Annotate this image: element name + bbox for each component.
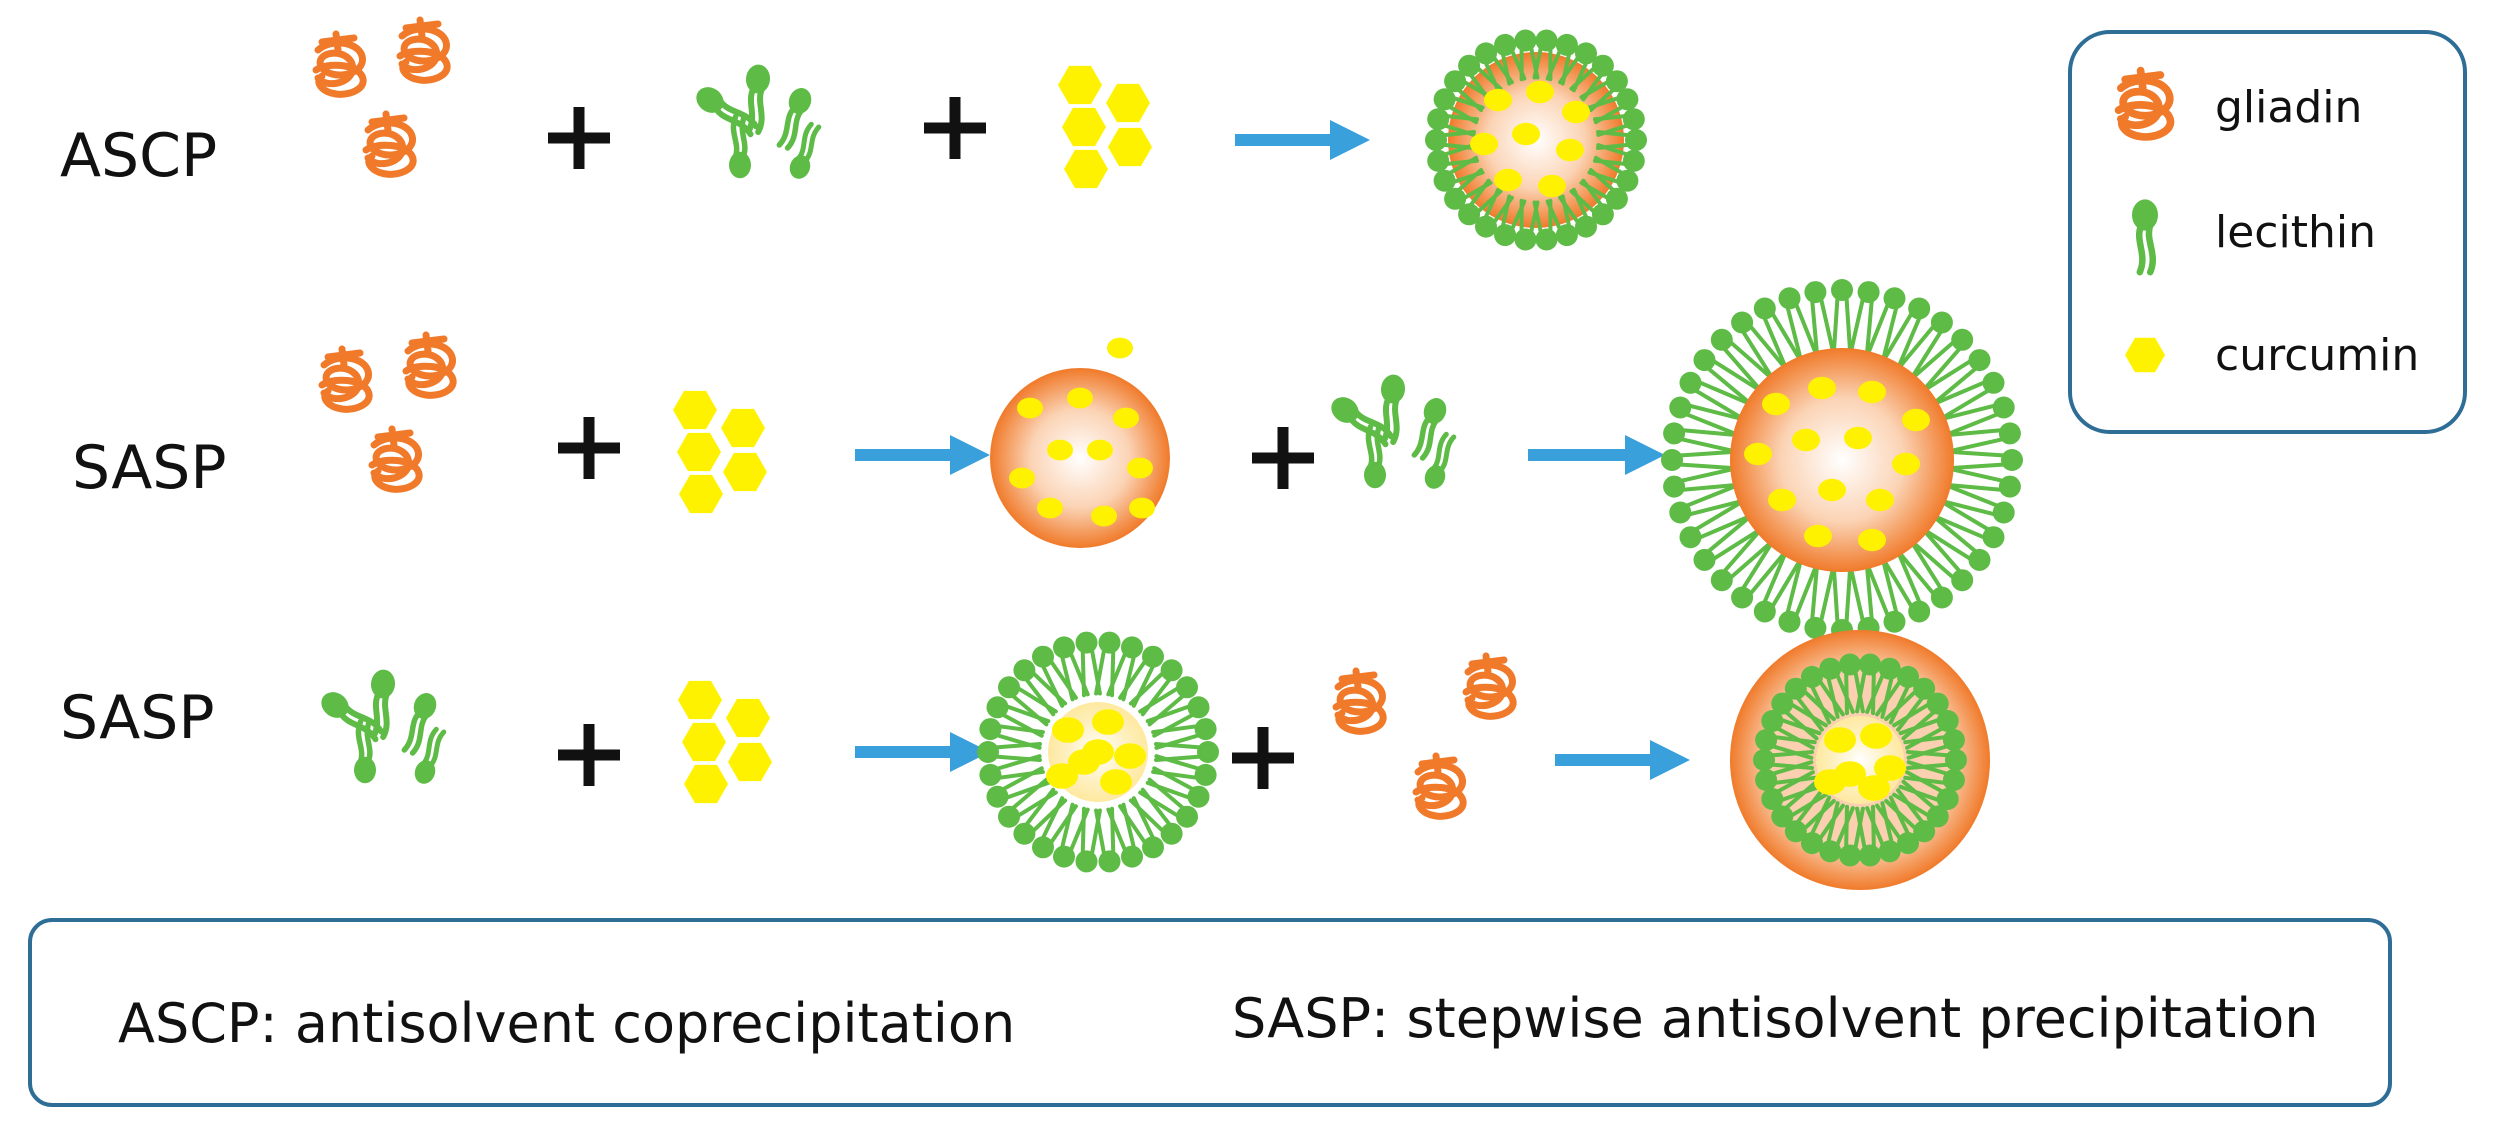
- definitions-box: ASCP: antisolvent coprecipitation SASP: …: [28, 918, 2392, 1107]
- gliadin-cluster-icon: [1332, 652, 1517, 820]
- coprecipitated-particle: [1425, 29, 1647, 251]
- curcumin-cluster-icon: [678, 680, 772, 804]
- legend-label-lecithin: lecithin: [2215, 207, 2376, 258]
- lecithin-cluster-icon: [321, 669, 447, 784]
- legend-label-gliadin: gliadin: [2215, 82, 2362, 133]
- plus-icon: [1252, 427, 1314, 489]
- definition-sasp: SASP: stepwise antisolvent precipitation: [1232, 987, 2319, 1050]
- row-label-sasp-1: SASP: [72, 433, 227, 503]
- lecithin-cluster-icon: [1331, 374, 1457, 489]
- arrow-icon: [855, 435, 990, 475]
- curcumin-cluster-icon: [1058, 65, 1152, 189]
- lecithin-curcumin-micelle: [977, 631, 1219, 873]
- legend-frame: [2068, 30, 2467, 434]
- gliadin-curcumin-particle: [990, 337, 1170, 548]
- plus-icon: [924, 97, 986, 159]
- plus-icon: [1232, 727, 1294, 789]
- gliadin-coated-particle: [1730, 630, 1990, 890]
- curcumin-cluster-icon: [673, 390, 767, 514]
- legend-label-curcumin: curcumin: [2215, 330, 2419, 381]
- plus-icon: [558, 417, 620, 479]
- legend: gliadin lecithin curcumin: [2068, 30, 2467, 434]
- gliadin-cluster-icon: [318, 331, 457, 493]
- lecithin-icon: [2132, 199, 2158, 276]
- arrow-icon: [1528, 435, 1665, 475]
- definitions-frame: [28, 918, 2392, 1107]
- lecithin-cluster-icon: [696, 64, 822, 179]
- lecithin-coated-particle: [1661, 279, 2023, 641]
- plus-icon: [548, 107, 610, 169]
- row-label-ascp: ASCP: [60, 121, 217, 191]
- arrow-icon: [1235, 120, 1370, 160]
- curcumin-icon: [2125, 337, 2165, 373]
- gliadin-cluster-icon: [312, 16, 451, 178]
- gliadin-icon: [2114, 66, 2175, 141]
- arrow-icon: [855, 732, 990, 772]
- definition-ascp: ASCP: antisolvent coprecipitation: [118, 992, 1015, 1055]
- arrow-icon: [1555, 740, 1690, 780]
- plus-icon: [558, 724, 620, 786]
- row-label-sasp-2: SASP: [60, 683, 215, 753]
